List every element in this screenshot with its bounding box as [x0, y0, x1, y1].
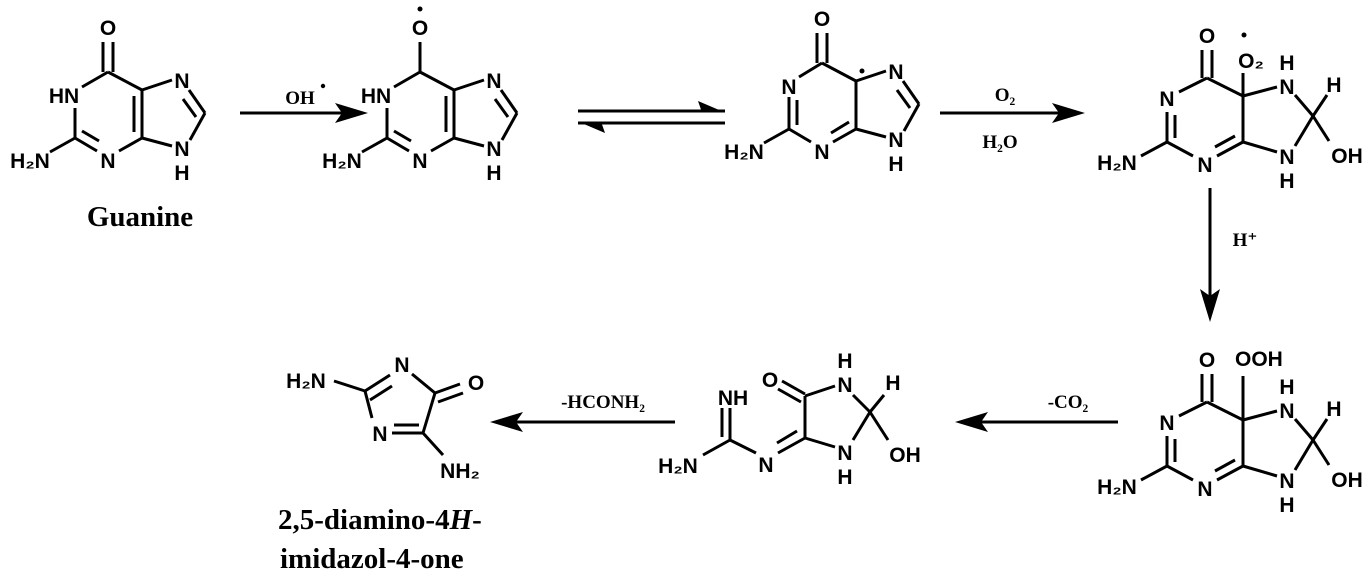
atom-h: H	[1279, 52, 1294, 75]
arrow-decarboxylation: -CO₂	[955, 392, 1118, 432]
atom-nh2: H₂N	[10, 150, 50, 173]
product-name-line2: imidazol-4-one	[280, 543, 464, 575]
atom-n: N	[837, 442, 852, 465]
arrow-formamide-loss: -HCONH₂	[490, 392, 675, 432]
molecule-guanine: O HN H₂N N N N H Guanine	[10, 17, 207, 233]
atom-n: N	[174, 138, 189, 161]
reagent-o2: O₂	[995, 85, 1016, 106]
atom-n: N	[888, 61, 903, 84]
atom-nh2: H₂N	[286, 370, 326, 393]
atom-o: O	[1199, 25, 1215, 48]
molecule-guanidino-hydantoin: O NH H₂N N N H H OH N H	[658, 350, 921, 489]
product-name-line1: 2,5-diamino-4H-	[278, 504, 482, 536]
atom-n: N	[814, 141, 829, 164]
atom-h: H	[1326, 398, 1341, 421]
atom-o: O	[468, 372, 484, 395]
atom-n: N	[888, 129, 903, 152]
atom-o: O	[412, 17, 428, 40]
atom-h: H	[888, 153, 903, 176]
atom-oh: OH	[889, 444, 921, 467]
equilibrium-arrows	[578, 101, 725, 133]
atom-nh: HN	[49, 85, 79, 108]
arrow-oh-radical: OH	[240, 83, 368, 123]
atom-n: N	[1279, 146, 1294, 169]
molecule-peroxyl-radical: O O₂ N H₂N N N H H OH N H	[1097, 25, 1363, 193]
atom-n: N	[412, 150, 427, 173]
arrow-o2-h2o: O₂ H₂O	[940, 85, 1085, 153]
atom-oh: OH	[1331, 469, 1363, 492]
atom-o: O	[814, 8, 830, 31]
atom-n: N	[372, 423, 387, 446]
reagent-oh: OH	[285, 88, 315, 109]
atom-h: H	[174, 162, 189, 185]
atom-nh2: H₂N	[658, 455, 698, 478]
atom-h: H	[837, 466, 852, 489]
atom-nh2: H₂N	[322, 150, 362, 173]
reagent-minus-co2: -CO₂	[1048, 392, 1089, 413]
atom-nh: NH	[718, 387, 748, 410]
atom-n: N	[1159, 412, 1174, 435]
radical-dot	[320, 83, 326, 89]
atom-n: N	[781, 76, 796, 99]
atom-n: N	[1279, 470, 1294, 493]
atom-oh: OH	[1331, 145, 1363, 168]
atom-nh2: NH₂	[440, 460, 480, 483]
reagent-h2o: H₂O	[982, 132, 1017, 153]
atom-n: N	[1279, 76, 1294, 99]
atom-n: N	[100, 150, 115, 173]
reagent-minus-hconh2: -HCONH₂	[561, 392, 645, 413]
molecule-diamino-imidazolone: H₂N N O N NH₂ 2,5-diamino-4H- imidazol-4…	[278, 354, 484, 575]
atom-n: N	[486, 138, 501, 161]
reagent-h-plus: H⁺	[1233, 230, 1258, 251]
atom-o: O	[1199, 349, 1215, 372]
atom-n: N	[1159, 88, 1174, 111]
atom-h: H	[1279, 376, 1294, 399]
guanine-label: Guanine	[87, 201, 193, 233]
atom-nh2: H₂N	[1097, 152, 1137, 175]
molecule-hydroperoxide: O OOH N H₂N N N H H OH N H	[1097, 348, 1363, 517]
atom-n: N	[1197, 478, 1212, 501]
radical-dot	[1241, 32, 1247, 38]
radical-dot	[417, 6, 423, 12]
atom-nh2: H₂N	[724, 141, 764, 164]
molecule-c5-radical: O N H₂N N N N H	[724, 8, 921, 176]
atom-o: O	[762, 369, 778, 392]
atom-h: H	[1279, 170, 1294, 193]
arrow-protonation: H⁺	[1200, 188, 1257, 322]
atom-nh2: H₂N	[1097, 476, 1137, 499]
atom-nh: HN	[361, 85, 391, 108]
molecule-oxyl-radical: O HN H₂N N N N H	[322, 6, 519, 185]
atom-ooh: OOH	[1235, 348, 1283, 371]
atom-n: N	[394, 354, 409, 377]
atom-n: N	[837, 374, 852, 397]
atom-h: H	[1279, 494, 1294, 517]
atom-n: N	[486, 70, 501, 93]
atom-o: O	[100, 17, 116, 40]
atom-o2: O₂	[1238, 50, 1264, 73]
atom-n: N	[758, 454, 773, 477]
atom-n: N	[174, 70, 189, 93]
atom-h: H	[1326, 74, 1341, 97]
atom-n: N	[1279, 400, 1294, 423]
atom-h: H	[837, 350, 852, 373]
atom-h: H	[885, 372, 900, 395]
atom-n: N	[1197, 154, 1212, 177]
atom-h: H	[486, 162, 501, 185]
radical-dot	[859, 68, 865, 74]
